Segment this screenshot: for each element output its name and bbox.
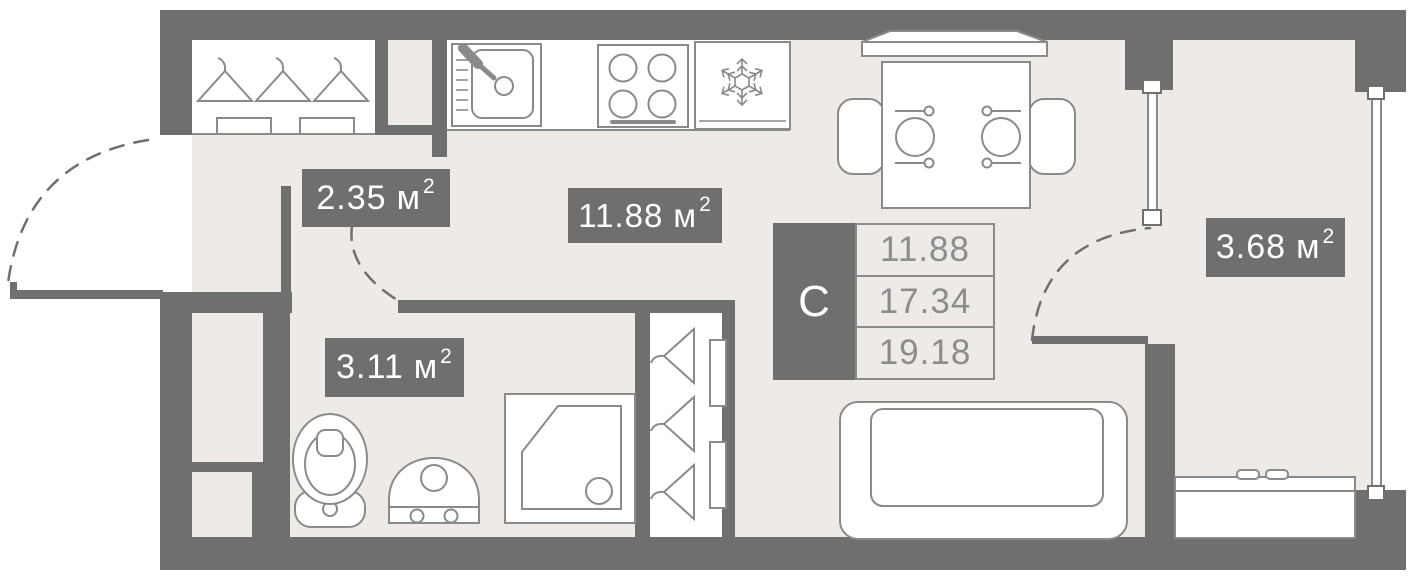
closet-shelf	[709, 339, 727, 407]
chair	[837, 98, 885, 175]
legend-row-total-area: 19.18	[855, 326, 995, 381]
balcony-glazing	[1367, 85, 1385, 501]
balcony-door	[1030, 226, 1152, 344]
entrance-door	[6, 138, 163, 299]
snowflake-icon	[718, 58, 766, 106]
area-value: 3.68	[1215, 228, 1287, 266]
area-unit-sup: 2	[699, 192, 712, 216]
faucet-icon	[458, 43, 497, 81]
dining-set	[837, 61, 1076, 209]
area-badge-balcony: 3.68 м 2	[1206, 218, 1345, 277]
balcony-bench	[1174, 469, 1356, 539]
washbasin	[388, 457, 480, 524]
area-badge-hallway: 2.35 м 2	[302, 169, 450, 227]
area-unit: м	[1296, 228, 1321, 266]
place-setting	[895, 105, 935, 169]
balcony-partition-window	[1142, 79, 1162, 226]
area-badge-bathroom: 3.11 м 2	[325, 338, 464, 397]
area-unit: м	[673, 196, 698, 234]
kitchen-sink	[451, 43, 542, 127]
area-unit-sup: 2	[440, 344, 453, 368]
legend-row-living-area: 11.88	[855, 223, 995, 277]
chair	[1028, 98, 1076, 175]
wardrobe	[192, 40, 375, 135]
area-unit: м	[413, 348, 439, 386]
area-unit: м	[396, 178, 421, 217]
sofa	[839, 401, 1128, 540]
entrance-door-swing-arc	[6, 138, 150, 285]
closet-shelf	[709, 441, 727, 509]
fridge	[694, 41, 791, 130]
area-unit-sup: 2	[422, 175, 436, 198]
wardrobe-shelf	[299, 117, 355, 135]
window-sill	[861, 30, 1048, 57]
area-value: 2.35	[316, 178, 387, 217]
shower	[504, 393, 636, 524]
legend-row-apartment-area: 17.34	[855, 274, 995, 329]
bathroom-door-swing-arc	[350, 224, 406, 306]
area-legend-values: 11.88 17.34 19.18	[855, 223, 995, 381]
area-value: 11.88	[578, 196, 664, 234]
closet	[650, 313, 727, 537]
wardrobe-shelf	[216, 117, 272, 135]
area-value: 3.11	[336, 348, 404, 386]
toilet	[292, 413, 368, 528]
area-legend-table: С 11.88 17.34 19.18	[773, 223, 995, 381]
dining-table	[881, 61, 1031, 209]
balcony-door-swing-arc	[1030, 226, 1152, 342]
stove	[597, 44, 689, 128]
area-unit-sup: 2	[1322, 224, 1336, 248]
area-badge-living-kitchen: 11.88 м 2	[568, 188, 722, 243]
place-setting	[981, 105, 1021, 169]
apartment-type-cell: С	[773, 223, 855, 380]
kitchen-counter	[447, 40, 791, 131]
